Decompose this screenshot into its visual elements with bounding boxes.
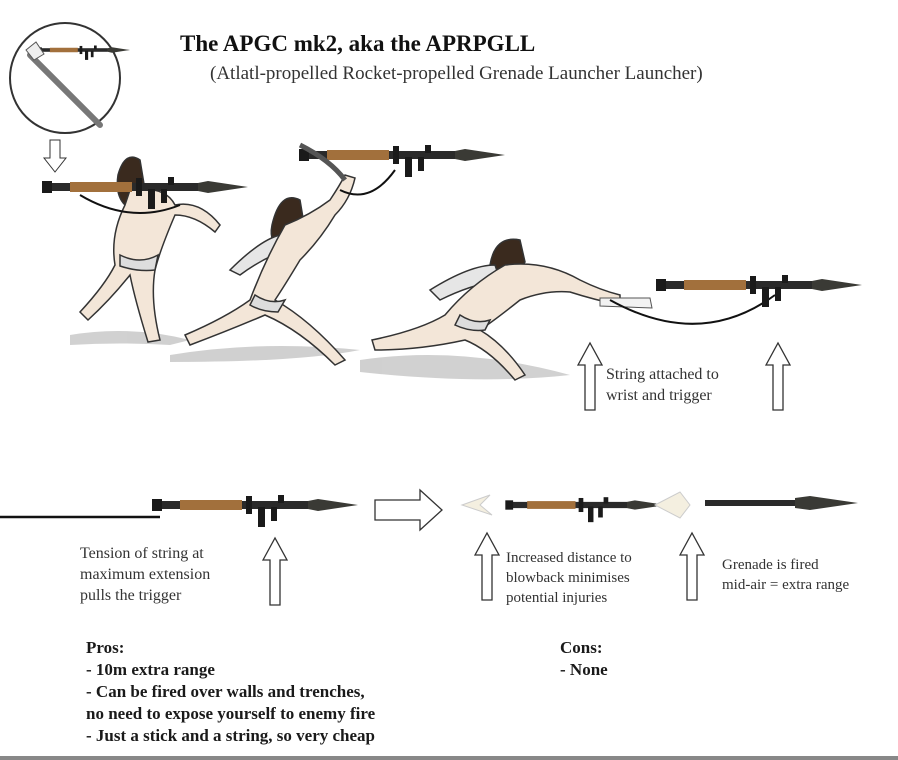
note-line: Tension of string at xyxy=(80,545,204,562)
rpg-launcher-fired xyxy=(505,497,666,523)
up-arrow-icon xyxy=(474,532,500,601)
bottom-border xyxy=(0,756,898,760)
caveman-figure-3 xyxy=(371,238,621,381)
up-arrow-icon xyxy=(679,532,705,601)
note-line: potential injuries xyxy=(506,590,608,606)
up-arrow-icon xyxy=(262,537,288,606)
right-arrow-icon xyxy=(374,488,443,532)
page-subtitle: (Atlatl-propelled Rocket-propelled Grena… xyxy=(210,63,703,84)
atlatl-stick-3 xyxy=(599,297,653,309)
atlatl-stick-2 xyxy=(298,142,347,182)
pros-item: - Just a stick and a string, so very che… xyxy=(86,726,376,745)
string-3 xyxy=(609,294,776,325)
string-attached-note: String attached to wrist and trigger xyxy=(606,364,719,406)
pros-item: - Can be fired over walls and trenches, xyxy=(86,682,365,701)
pros-item: no need to expose yourself to enemy fire xyxy=(86,704,376,723)
rpg-launcher-3 xyxy=(656,275,862,307)
note-line: pulls the trigger xyxy=(80,587,182,604)
string-2 xyxy=(339,169,396,196)
note-line: maximum extension xyxy=(80,566,211,583)
pros-list: Pros: - 10m extra range - Can be fired o… xyxy=(86,637,375,747)
up-arrow-icon xyxy=(765,342,791,411)
page-title: The APGC mk2, aka the APRPGLL xyxy=(180,31,536,56)
pros-heading: Pros: xyxy=(86,638,125,657)
cons-list: Cons: - None xyxy=(560,637,608,681)
up-arrow-icon xyxy=(577,342,603,411)
note-line: String attached to xyxy=(606,366,719,383)
note-line: mid-air = extra range xyxy=(722,577,850,593)
string-1 xyxy=(79,194,181,214)
down-arrow-icon xyxy=(42,139,68,173)
grenade-note: Grenade is fired mid-air = extra range xyxy=(722,555,849,595)
rpg-launcher-4 xyxy=(152,495,358,527)
distance-note: Increased distance to blowback minimises… xyxy=(506,548,632,608)
caveman-figure-1 xyxy=(78,156,221,343)
note-line: blowback minimises xyxy=(506,570,630,586)
caveman-figure-2 xyxy=(183,174,356,366)
muzzle-flash xyxy=(653,491,691,519)
grenade-in-flight xyxy=(705,496,858,510)
inset-detail-circle xyxy=(9,22,130,134)
pros-item: - 10m extra range xyxy=(86,660,215,679)
note-line: Increased distance to xyxy=(506,550,632,566)
note-line: Grenade is fired xyxy=(722,557,819,573)
tension-note: Tension of string at maximum extension p… xyxy=(80,543,210,606)
backblast-flash xyxy=(460,494,493,516)
cons-heading: Cons: xyxy=(560,638,603,657)
cons-item: - None xyxy=(560,660,608,679)
note-line: wrist and trigger xyxy=(606,387,712,404)
